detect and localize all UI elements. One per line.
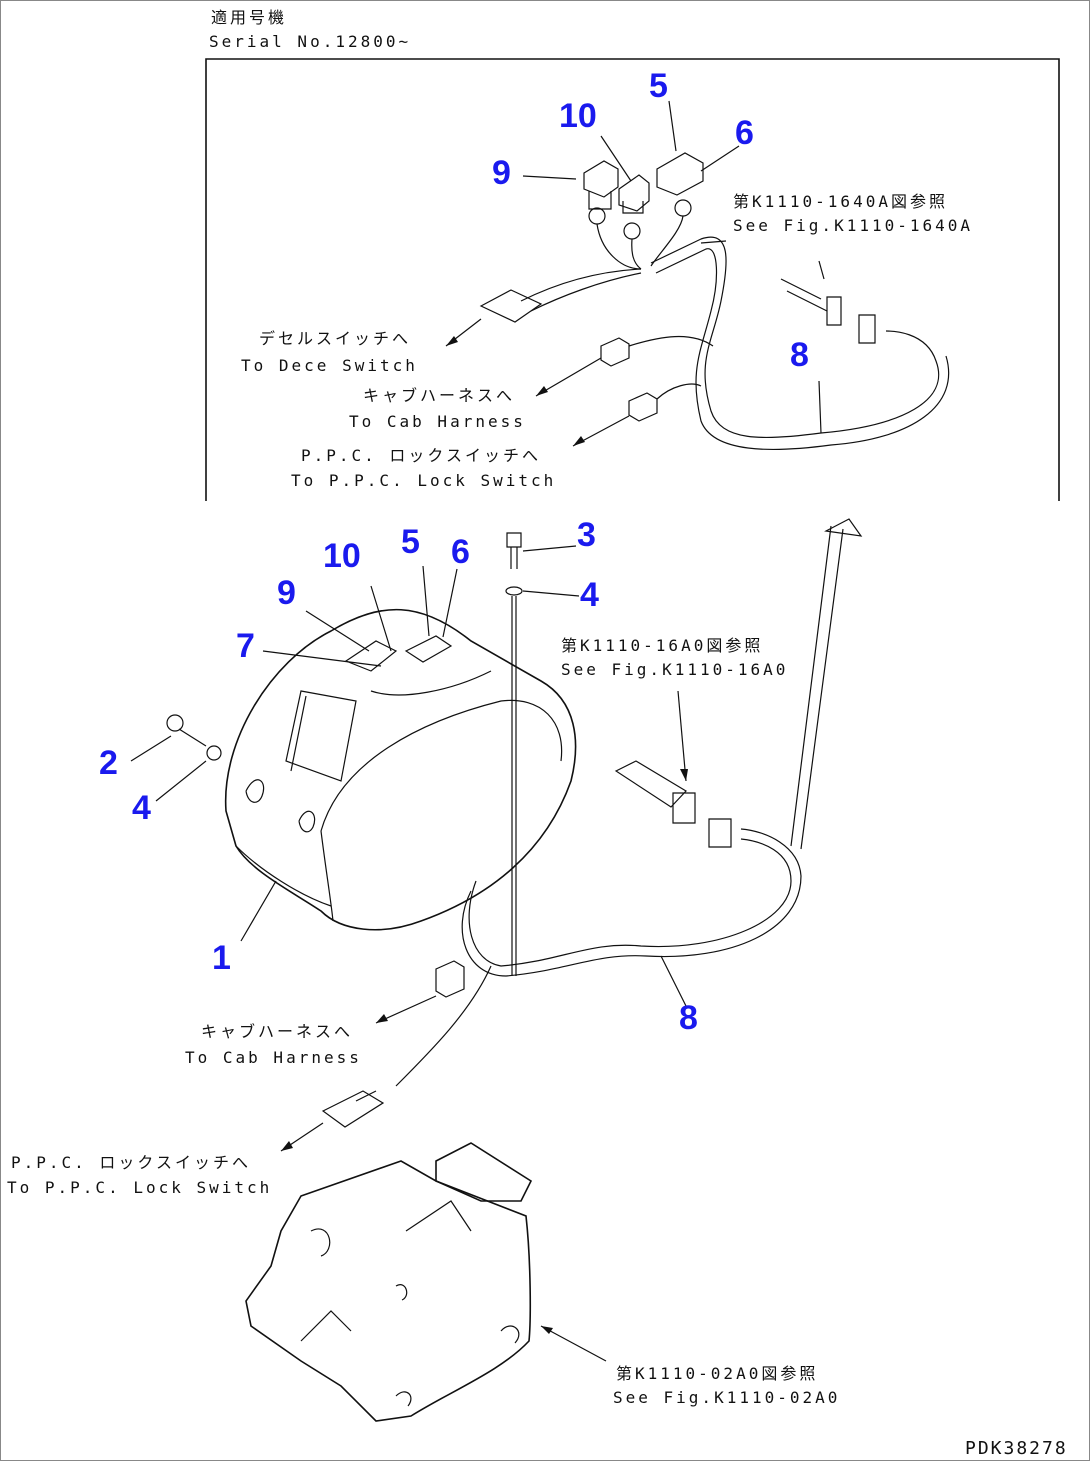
callout-1: 1 (212, 939, 231, 977)
lower-leader-arrows (280, 995, 607, 1362)
bolt-2 (166, 714, 222, 761)
bolt-3 (505, 532, 523, 976)
callout-6-lower: 6 (451, 533, 470, 571)
upper-ref-en: See Fig.K1110-1640A (733, 216, 973, 235)
cab1-en: To Cab Harness (349, 412, 526, 431)
callout-4-upper-washer: 4 (580, 576, 599, 614)
ppc2-en: To P.P.C. Lock Switch (7, 1178, 272, 1197)
mid-ref-en: See Fig.K1110-16A0 (561, 660, 788, 679)
decel-jp: デセルスイッチへ (259, 329, 411, 348)
callout-5-upper: 5 (649, 67, 668, 105)
low-ref-jp: 第K1110-02A0図参照 (616, 1364, 818, 1383)
upper-switches (583, 152, 704, 240)
console-box (224, 608, 577, 931)
ppc2-jp: P.P.C. ロックスイッチへ (11, 1153, 251, 1172)
mid-ref-jp: 第K1110-16A0図参照 (561, 636, 763, 655)
callout-7: 7 (236, 627, 255, 665)
callout-10-upper: 10 (559, 97, 597, 135)
callout-2: 2 (99, 744, 118, 782)
callout-9-upper: 9 (492, 154, 511, 192)
cab2-jp: キャブハーネスへ (201, 1022, 353, 1041)
lower-harness (321, 518, 863, 1128)
serial-number: Serial No.12800~ (209, 32, 411, 51)
callout-10-lower: 10 (323, 537, 361, 575)
callout-3: 3 (577, 516, 596, 554)
drawing-code: PDK38278 (965, 1438, 1068, 1459)
lower-callout-leaders (130, 545, 687, 1007)
callout-4-side-washer: 4 (132, 789, 151, 827)
callout-5-lower: 5 (401, 523, 420, 561)
cab1-jp: キャブハーネスへ (363, 386, 515, 405)
upper-callout-leaders (522, 100, 740, 182)
upper-leader-arrows (445, 318, 822, 447)
callout-6-upper: 6 (735, 114, 754, 152)
callout-8-upper: 8 (790, 336, 809, 374)
detail-frame (205, 58, 1060, 501)
ppc1-jp: P.P.C. ロックスイッチへ (301, 446, 541, 465)
upper-harness (479, 215, 950, 451)
valve-bracket (245, 1142, 533, 1422)
decel-en: To Dece Switch (241, 356, 418, 375)
applicable-jp: 適用号機 (211, 8, 287, 27)
upper-ref-jp: 第K1110-1640A図参照 (733, 192, 948, 211)
low-ref-en: See Fig.K1110-02A0 (613, 1388, 840, 1407)
ppc1-en: To P.P.C. Lock Switch (291, 471, 556, 490)
callout-9-lower: 9 (277, 574, 296, 612)
cab2-en: To Cab Harness (185, 1048, 362, 1067)
callout-8-lower: 8 (679, 999, 698, 1037)
